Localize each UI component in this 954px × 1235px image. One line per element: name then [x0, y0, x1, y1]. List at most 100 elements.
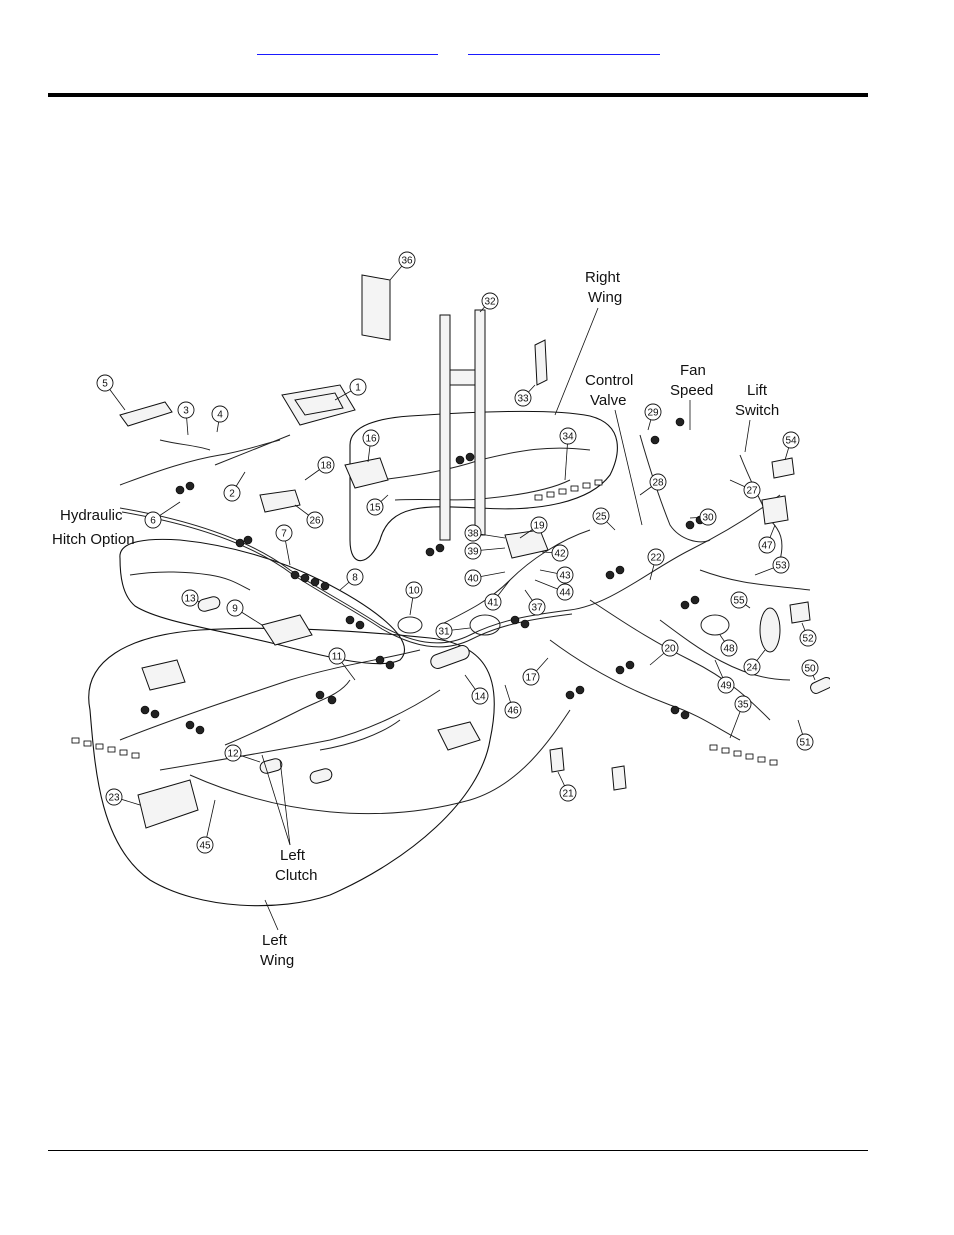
- callout-6: 6: [144, 501, 181, 529]
- svg-text:7: 7: [281, 529, 287, 540]
- svg-text:37: 37: [531, 603, 543, 614]
- module-26: [259, 489, 301, 513]
- header-link-a[interactable]: [257, 46, 438, 55]
- callout-38: 38: [464, 524, 506, 542]
- hydraulic-hitch-boundary: [119, 538, 406, 665]
- callout-5: 5: [96, 374, 126, 411]
- main-trunk-wire: [119, 494, 781, 644]
- callout-54: 54: [782, 431, 800, 461]
- callout-25: 25: [592, 507, 616, 531]
- svg-text:21: 21: [562, 789, 574, 800]
- relay-47: [761, 495, 789, 525]
- callout-51: 51: [796, 719, 814, 751]
- header-link-b[interactable]: [468, 46, 660, 55]
- callout-47: 47: [758, 524, 776, 554]
- label-control-valve: Control Valve: [585, 372, 643, 526]
- callout-46: 46: [504, 684, 522, 719]
- right-side-harness-2: [549, 639, 741, 741]
- coil-31: [469, 614, 501, 636]
- callout-48: 48: [719, 634, 738, 657]
- callout-20: 20: [649, 639, 679, 666]
- svg-text:54: 54: [785, 436, 797, 447]
- left-clutch-wire: [224, 679, 351, 746]
- callout-42: 42: [541, 544, 569, 562]
- callout-27: 27: [729, 479, 761, 499]
- callout-53: 53: [754, 556, 790, 576]
- sensor-13-hitch: [197, 596, 221, 612]
- svg-text:48: 48: [723, 644, 735, 655]
- callout-21: 21: [557, 771, 577, 802]
- svg-text:25: 25: [595, 512, 607, 523]
- svg-text:24: 24: [746, 663, 758, 674]
- coil-10: [397, 616, 423, 634]
- svg-text:45: 45: [199, 841, 211, 852]
- bracket-21-b: [611, 765, 627, 791]
- svg-text:5: 5: [102, 379, 108, 390]
- bracket-32-cross: [449, 369, 476, 386]
- svg-text:4: 4: [217, 410, 223, 421]
- callout-3: 3: [177, 401, 195, 436]
- svg-text:41: 41: [487, 598, 499, 609]
- header-rule: [48, 93, 868, 97]
- label-left-clutch: Left Clutch: [261, 754, 318, 884]
- callout-30: 30: [689, 508, 717, 526]
- callout-26: 26: [294, 504, 324, 529]
- svg-text:Clutch: Clutch: [275, 867, 318, 884]
- svg-text:55: 55: [733, 596, 745, 607]
- callout-31: 31: [435, 622, 471, 640]
- svg-text:Hitch Option: Hitch Option: [52, 531, 135, 548]
- sensor-14: [430, 645, 470, 669]
- svg-text:6: 6: [150, 516, 156, 527]
- callout-34: 34: [559, 427, 577, 481]
- svg-text:14: 14: [474, 692, 486, 703]
- sensor-13-left: [309, 768, 333, 784]
- svg-text:36: 36: [401, 256, 413, 267]
- left-wing-boundary: [88, 627, 495, 907]
- callout-1: 1: [334, 378, 367, 401]
- svg-text:52: 52: [802, 634, 814, 645]
- left-wing-trunk-2: [159, 689, 441, 771]
- wire-49: [659, 619, 791, 681]
- callout-52: 52: [799, 622, 817, 647]
- callout-16: 16: [362, 429, 380, 463]
- svg-text:3: 3: [183, 406, 189, 417]
- svg-text:17: 17: [525, 673, 537, 684]
- svg-text:29: 29: [647, 408, 659, 419]
- bracket-21-a: [549, 747, 565, 773]
- callout-13: 13: [181, 589, 201, 607]
- plate-54: [771, 457, 795, 479]
- bracket-32b: [474, 309, 486, 536]
- callout-12: 12: [224, 744, 261, 763]
- callout-36: 36: [389, 251, 416, 281]
- connector-strip-34-right: [534, 479, 603, 501]
- svg-text:13: 13: [184, 594, 196, 605]
- svg-text:43: 43: [559, 571, 571, 582]
- svg-text:26: 26: [309, 516, 321, 527]
- svg-text:Speed: Speed: [670, 382, 713, 399]
- module-16-left: [141, 659, 186, 691]
- svg-text:31: 31: [438, 627, 450, 638]
- callout-17: 17: [522, 657, 549, 686]
- callout-35: 35: [729, 695, 752, 739]
- connectors: [140, 417, 705, 735]
- monitor-screen: [294, 392, 344, 416]
- svg-text:2: 2: [229, 489, 235, 500]
- callout-40: 40: [464, 569, 506, 587]
- svg-text:32: 32: [484, 297, 496, 308]
- callout-4: 4: [211, 405, 229, 433]
- main-trunk-wire-2: [121, 511, 573, 648]
- svg-text:Valve: Valve: [590, 392, 626, 409]
- manual-36: [361, 274, 391, 341]
- svg-text:46: 46: [507, 706, 519, 717]
- callout-15: 15: [366, 494, 389, 516]
- module-9-hitch: [261, 614, 313, 646]
- label-left-wing: Left Wing: [260, 899, 294, 969]
- module-19: [504, 529, 549, 559]
- svg-text:Switch: Switch: [735, 402, 779, 419]
- right-side-harness: [589, 599, 771, 721]
- callout-44: 44: [534, 579, 574, 601]
- svg-text:9: 9: [232, 604, 238, 615]
- callout-8: 8: [339, 568, 364, 591]
- svg-text:30: 30: [702, 513, 714, 524]
- coil-48: [700, 614, 730, 636]
